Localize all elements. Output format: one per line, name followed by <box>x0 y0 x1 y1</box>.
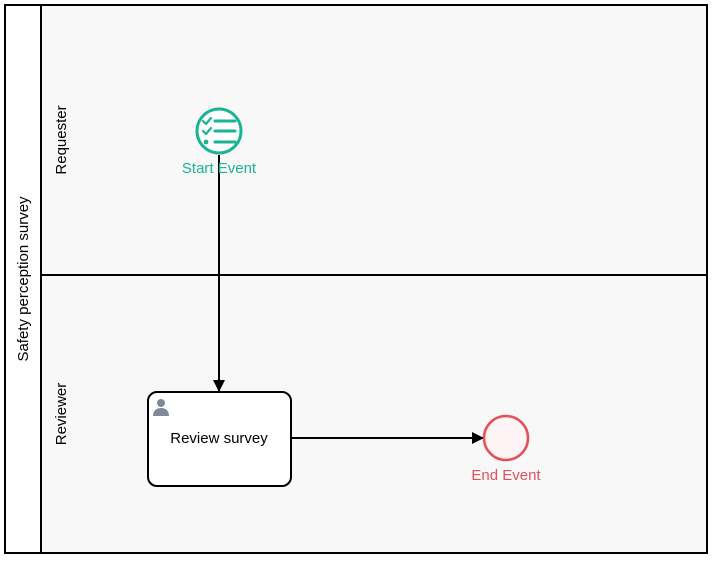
task-review-survey[interactable]: Review survey <box>147 391 292 487</box>
lane-reviewer[interactable] <box>40 274 708 554</box>
lane-label-requester: Requester <box>53 105 70 174</box>
end-event-circle <box>482 414 530 462</box>
lane-label-reviewer: Reviewer <box>53 383 70 446</box>
user-icon <box>153 399 169 416</box>
task-box <box>147 391 292 487</box>
lane-requester[interactable] <box>40 4 708 276</box>
end-event[interactable]: End Event <box>471 414 541 484</box>
end-event-label: End Event <box>471 467 541 484</box>
pool[interactable]: Safety perception survey Requester Revie… <box>4 4 708 554</box>
start-event[interactable]: Start Event <box>182 107 257 177</box>
start-event-label: Start Event <box>182 160 257 177</box>
checklist-icon <box>201 116 237 145</box>
task-label: Review survey <box>170 430 268 447</box>
pool-label: Safety perception survey <box>15 196 32 362</box>
